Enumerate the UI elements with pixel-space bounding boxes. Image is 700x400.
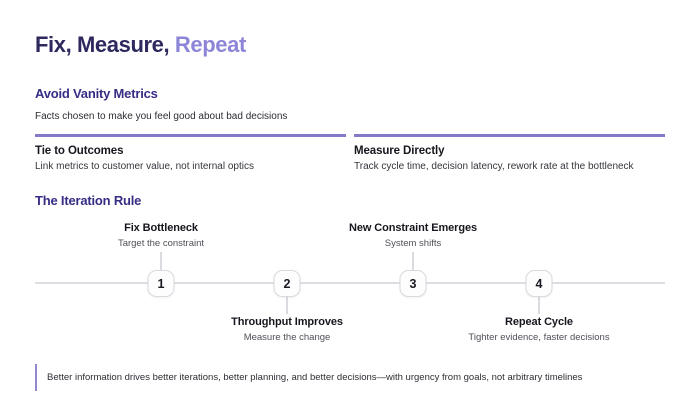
iteration-section-heading: The Iteration Rule: [35, 193, 142, 209]
timeline-step-3: New Constraint Emerges System shifts 3: [313, 220, 513, 348]
step-label: New Constraint Emerges System shifts: [313, 222, 513, 249]
timeline-axis-line: [35, 282, 665, 285]
page-title-accent: Repeat: [174, 32, 246, 57]
connector-line: [538, 296, 540, 315]
iteration-timeline: Fix Bottleneck Target the constraint 1 T…: [35, 220, 665, 348]
vanity-column-measure-directly: Measure Directly Track cycle time, decis…: [354, 134, 665, 172]
step-description: System shifts: [384, 238, 442, 250]
step-node-3: 3: [399, 270, 427, 298]
footnote-text: Better information drives better iterati…: [47, 372, 583, 384]
page-title: Fix, Measure, Repeat: [35, 32, 665, 57]
vanity-section-subheading: Facts chosen to make you feel good about…: [35, 111, 288, 123]
connector-line: [412, 252, 414, 271]
iteration-rule-section: The Iteration Rule Fix Bottleneck Target…: [35, 193, 665, 348]
column-description: Track cycle time, decision latency, rewo…: [354, 161, 634, 173]
timeline-step-2: Throughput Improves Measure the change 2: [187, 220, 387, 348]
step-label: Repeat Cycle Tighter evidence, faster de…: [439, 316, 639, 343]
connector-line: [286, 296, 288, 315]
step-title: New Constraint Emerges: [348, 222, 477, 235]
column-description: Link metrics to customer value, not inte…: [35, 161, 254, 173]
step-node-4: 4: [525, 270, 553, 298]
step-description: Measure the change: [243, 332, 331, 344]
step-title: Throughput Improves: [231, 316, 343, 329]
timeline-step-4: Repeat Cycle Tighter evidence, faster de…: [439, 220, 639, 348]
footnote: Better information drives better iterati…: [35, 364, 665, 392]
column-title: Measure Directly: [354, 145, 445, 158]
vanity-column-tie-to-outcomes: Tie to Outcomes Link metrics to customer…: [35, 134, 346, 172]
step-node-1: 1: [147, 270, 175, 298]
step-description: Target the constraint: [117, 238, 205, 250]
column-title: Tie to Outcomes: [35, 145, 124, 158]
step-description: Tighter evidence, faster decisions: [468, 332, 610, 344]
step-label: Throughput Improves Measure the change: [187, 316, 387, 343]
step-title: Repeat Cycle: [505, 316, 573, 329]
timeline-step-1: Fix Bottleneck Target the constraint 1: [61, 220, 261, 348]
vanity-columns: Tie to Outcomes Link metrics to customer…: [35, 134, 665, 172]
vanity-section-heading: Avoid Vanity Metrics: [35, 86, 158, 102]
vanity-metrics-section: Avoid Vanity Metrics Facts chosen to mak…: [35, 86, 665, 172]
step-title: Fix Bottleneck: [124, 222, 198, 235]
page-title-dark: Fix, Measure,: [35, 32, 170, 57]
step-node-2: 2: [273, 270, 301, 298]
step-label: Fix Bottleneck Target the constraint: [61, 222, 261, 249]
connector-line: [160, 252, 162, 271]
